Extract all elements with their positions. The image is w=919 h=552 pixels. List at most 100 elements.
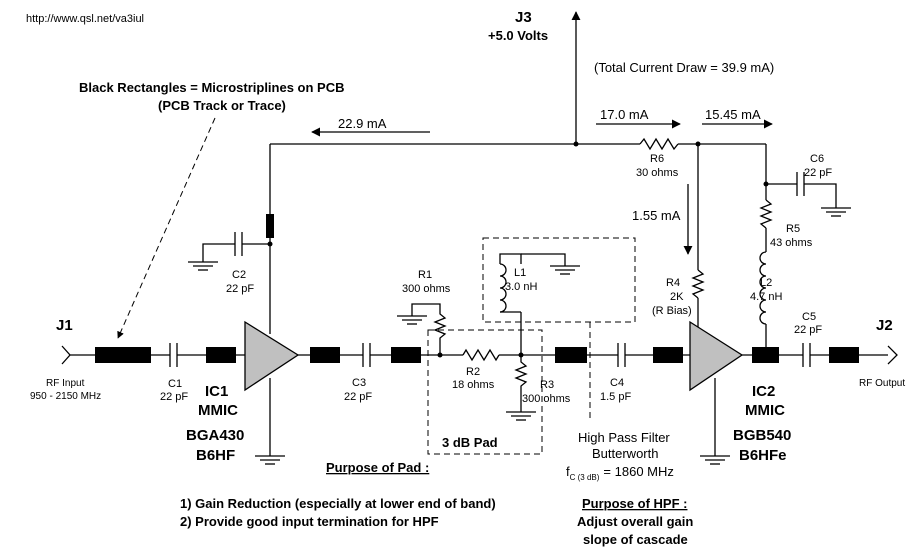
c6-name: C6 — [810, 153, 824, 165]
j1-label-1: RF Input — [46, 378, 85, 389]
ground-icon — [700, 455, 730, 465]
c1-name: C1 — [168, 378, 182, 390]
c3-name: C3 — [352, 377, 366, 389]
purpose-pad-title: Purpose of Pad : — [326, 460, 429, 475]
ic2-part: BGB540 — [733, 427, 791, 444]
hpf-cutoff: fC (3 dB)= 1860 MHz — [566, 464, 674, 482]
microstrip-4 — [391, 347, 421, 363]
j3-label: J3 — [515, 9, 532, 26]
ic2-marking: B6HFe — [739, 447, 787, 464]
microstrip-7 — [752, 347, 779, 363]
hpf-box — [482, 237, 636, 323]
pad-box — [427, 329, 543, 455]
microstrip-ic1-supply — [266, 214, 274, 238]
ic2-type: MMIC — [745, 402, 785, 419]
legend-line-2: (PCB Track or Trace) — [158, 98, 286, 113]
r2-name: R2 — [466, 366, 480, 378]
c1-value: 22 pF — [160, 391, 188, 403]
j3-voltage: +5.0 Volts — [488, 28, 548, 43]
ic1-type: MMIC — [198, 402, 238, 419]
ic2-amplifier — [689, 320, 744, 392]
ground-icon — [550, 265, 580, 275]
microstrip-3 — [310, 347, 340, 363]
microstrip-8 — [829, 347, 859, 363]
c4-name: C4 — [610, 377, 624, 389]
source-url: http://www.qsl.net/va3iul — [26, 13, 144, 25]
ground-icon — [255, 455, 285, 465]
ground-icon — [397, 315, 427, 325]
j2-name: J2 — [876, 317, 893, 334]
c5-value: 22 pF — [794, 324, 822, 336]
j1-connector — [61, 345, 71, 365]
r4-note: (R Bias) — [652, 305, 692, 317]
r6-value: 30 ohms — [636, 167, 679, 179]
r5-name: R5 — [786, 223, 800, 235]
microstrip-1 — [95, 347, 151, 363]
r5-value: 43 ohms — [770, 237, 813, 249]
ic2-name: IC2 — [752, 383, 775, 400]
j2-label: RF Output — [859, 378, 905, 389]
c2-lead-left — [202, 243, 235, 262]
hpf-cutoff-symbol: f — [566, 464, 570, 479]
hpf-line-1: High Pass Filter — [578, 430, 670, 445]
c2-value: 22 pF — [226, 283, 254, 295]
r5-resistor — [759, 199, 773, 229]
r4-value: 2K — [670, 291, 684, 303]
r3-value: 300 ohms — [522, 393, 571, 405]
c3-value: 22 pF — [344, 391, 372, 403]
r2-value: 18 ohms — [452, 379, 495, 391]
j1-label-2: 950 - 2150 MHz — [30, 391, 101, 402]
l1-name: L1 — [514, 267, 526, 279]
r6-resistor — [639, 137, 679, 151]
microstrip-2 — [206, 347, 236, 363]
ground-icon — [506, 411, 536, 421]
ic1-marking: B6HF — [196, 447, 235, 464]
legend-pointer — [117, 117, 216, 339]
purpose-hpf-line-2: slope of cascade — [583, 532, 688, 547]
l1-ground-lead — [521, 253, 566, 266]
junction-j3 — [573, 141, 579, 147]
l1-top-lead — [499, 253, 522, 264]
current-bias: 1.55 mA — [632, 208, 681, 223]
current-r6: 17.0 mA — [600, 107, 649, 122]
r2-resistor — [462, 348, 500, 362]
r3-name: R3 — [540, 379, 554, 391]
current-ic2: 15.45 mA — [705, 107, 761, 122]
c4-value: 1.5 pF — [600, 391, 631, 403]
r6-name: R6 — [650, 153, 664, 165]
l2-value: 4.7 nH — [750, 291, 782, 303]
r1-resistor — [433, 309, 447, 355]
c2-name: C2 — [232, 269, 246, 281]
ground-icon — [188, 261, 218, 271]
l1-inductor — [499, 263, 507, 313]
legend-line-1: Black Rectangles = Microstriplines on PC… — [79, 80, 345, 95]
j1-name: J1 — [56, 317, 73, 334]
ground-icon — [821, 207, 851, 217]
l1-value: 3.0 nH — [505, 281, 537, 293]
hpf-line-2: Butterworth — [592, 446, 658, 461]
r3-resistor — [514, 355, 528, 392]
current-ic1: 22.9 mA — [338, 116, 387, 131]
r4-resistor — [691, 269, 705, 299]
purpose-pad-item-2: 2) Provide good input termination for HP… — [180, 514, 439, 529]
microstrip-6 — [653, 347, 683, 363]
c6-value: 22 pF — [804, 167, 832, 179]
l2-name: L2 — [760, 277, 772, 289]
ic1-amplifier — [244, 320, 300, 392]
r1-name: R1 — [418, 269, 432, 281]
pad-label: 3 dB Pad — [442, 435, 498, 450]
j2-connector — [887, 345, 898, 365]
purpose-hpf-line-1: Adjust overall gain — [577, 514, 693, 529]
c5-name: C5 — [802, 311, 816, 323]
ic1-name: IC1 — [205, 383, 228, 400]
total-current: (Total Current Draw = 39.9 mA) — [594, 60, 774, 75]
hpf-cutoff-value: = 1860 MHz — [603, 464, 673, 479]
ic1-part: BGA430 — [186, 427, 244, 444]
r4-name: R4 — [666, 277, 680, 289]
r1-value: 300 ohms — [402, 283, 451, 295]
c6-lead-right — [804, 183, 837, 208]
r1-ground-lead — [411, 303, 441, 316]
l2-inductor — [759, 251, 767, 325]
purpose-pad-item-1: 1) Gain Reduction (especially at lower e… — [180, 496, 496, 511]
